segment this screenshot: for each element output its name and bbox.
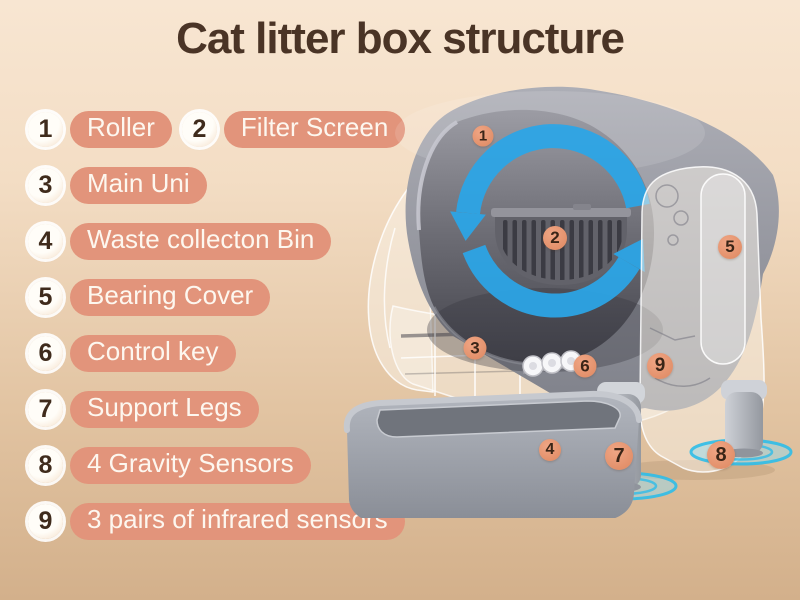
legend-label: Main Uni: [70, 167, 207, 204]
legend-number: 8: [28, 447, 63, 483]
support-leg-right: [721, 380, 767, 458]
legend-label: Waste collecton Bin: [70, 223, 332, 260]
litter-box-illustration: [343, 86, 793, 518]
legend-number: 4: [28, 223, 63, 259]
legend-number: 2: [181, 111, 217, 147]
legend-label: Control key: [70, 335, 236, 372]
legend-label: Roller: [70, 111, 172, 148]
waste-bin: [343, 390, 642, 518]
legend-number: 1: [28, 111, 63, 147]
legend-label: Bearing Cover: [70, 279, 271, 316]
legend-number: 3: [28, 167, 63, 203]
legend-number: 7: [28, 391, 63, 427]
legend-label: Filter Screen: [223, 111, 406, 148]
legend-number: 6: [28, 335, 63, 371]
legend-label: Support Legs: [70, 391, 259, 428]
page-title: Cat litter box structure: [176, 14, 625, 63]
legend-number: 5: [28, 279, 63, 315]
legend-number: 9: [28, 503, 63, 539]
rotation-arrows-icon: [450, 124, 650, 318]
legend-label: 3 pairs of infrared sensors: [70, 503, 405, 540]
legend-label: 4 Gravity Sensors: [70, 447, 311, 484]
